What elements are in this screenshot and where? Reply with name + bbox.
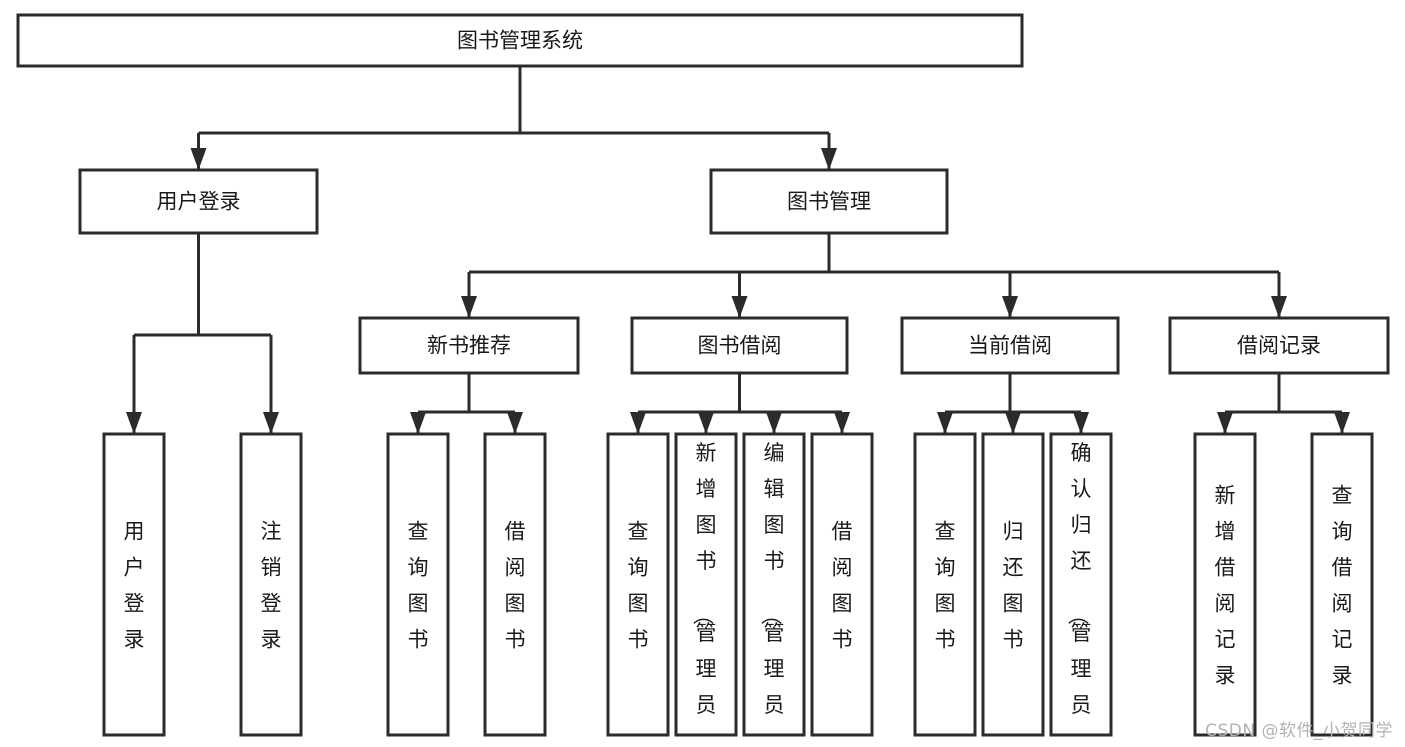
node-box-leaf-user-login [102, 432, 166, 737]
node-l2-user[interactable]: 用户登录 [78, 168, 319, 235]
node-label-l2-book: 图书管理 [787, 190, 871, 214]
node-label-l3-current: 当前借阅 [968, 334, 1052, 358]
node-l2-book[interactable]: 图书管理 [709, 168, 949, 235]
node-box-leaf-bor-lend [810, 432, 874, 737]
node-box-l3-current [900, 316, 1120, 375]
node-label-leaf-rec-query: 查询借阅记录 [1332, 484, 1353, 688]
node-label-l2-user: 用户登录 [157, 190, 241, 214]
arrow-icon-leaf_rec_query [1334, 412, 1350, 434]
node-box-l3-borrow [630, 316, 849, 375]
node-box-leaf-bor-edit [742, 432, 806, 737]
node-label-l3-new: 新书推荐 [427, 334, 511, 358]
node-box-leaf-new-query [386, 432, 450, 737]
arrow-icon-leaf_bor_add [698, 412, 714, 434]
node-label-leaf-cur-return: 归还图书 [1003, 520, 1024, 652]
node-label-leaf-bor-lend: 借阅图书 [832, 520, 853, 652]
arrow-icon-l2_user [190, 148, 207, 170]
node-label-leaf-cur-query: 查询图书 [935, 520, 956, 652]
node-l3-new[interactable]: 新书推荐 [358, 316, 580, 375]
arrow-icon-leaf_user_logout [263, 412, 279, 434]
node-l3-borrow[interactable]: 图书借阅 [630, 316, 849, 375]
node-label-leaf-bor-edit: 编辑图书（管理员） [759, 441, 785, 747]
node-box-leaf-cur-query [913, 432, 977, 737]
node-box-root [16, 13, 1024, 68]
node-box-leaf-cur-confirm [1049, 432, 1113, 737]
node-label-leaf-new-borrow: 借阅图书 [505, 520, 526, 652]
node-leaf-cur-return[interactable]: 归还图书 [981, 432, 1045, 737]
arrow-icon-l2_book [821, 148, 837, 170]
arrow-icon-l3_current [1002, 296, 1018, 318]
node-label-leaf-rec-add: 新增借阅记录 [1215, 484, 1236, 688]
node-leaf-cur-confirm[interactable]: 确认归还（管理员） [1049, 432, 1113, 747]
node-l3-current[interactable]: 当前借阅 [900, 316, 1120, 375]
arrow-icon-leaf_new_borrow [507, 412, 523, 434]
node-label-leaf-user-login: 用户登录 [124, 520, 145, 652]
node-layer: 图书管理系统用户登录图书管理新书推荐图书借阅当前借阅借阅记录用户登录注销登录查询… [16, 13, 1390, 747]
node-l3-record[interactable]: 借阅记录 [1168, 316, 1390, 375]
node-box-leaf-rec-add [1193, 432, 1257, 737]
arrow-icon-leaf_bor_edit [766, 412, 782, 434]
node-label-leaf-bor-query: 查询图书 [628, 520, 649, 652]
node-leaf-cur-query[interactable]: 查询图书 [913, 432, 977, 737]
node-label-leaf-user-logout: 注销登录 [261, 520, 282, 652]
arrow-icon-l3_borrow [731, 296, 748, 318]
node-box-l3-new [358, 316, 580, 375]
arrow-icon-leaf_cur_return [1005, 412, 1021, 434]
node-label-leaf-bor-add: 新增图书（管理员） [691, 441, 717, 747]
node-leaf-rec-query[interactable]: 查询借阅记录 [1310, 432, 1374, 737]
arrow-icon-l3_record [1271, 296, 1287, 318]
arrow-icon-leaf_cur_query [937, 412, 953, 434]
node-leaf-user-login[interactable]: 用户登录 [102, 432, 166, 737]
arrow-icon-leaf_bor_lend [834, 412, 850, 434]
node-box-l2-user [78, 168, 319, 235]
node-leaf-bor-edit[interactable]: 编辑图书（管理员） [742, 432, 806, 747]
node-box-leaf-cur-return [981, 432, 1045, 737]
node-leaf-user-logout[interactable]: 注销登录 [239, 432, 303, 737]
node-box-leaf-new-borrow [483, 432, 547, 737]
arrow-icon-l3_new [461, 296, 477, 318]
node-leaf-rec-add[interactable]: 新增借阅记录 [1193, 432, 1257, 737]
node-label-leaf-new-query: 查询图书 [408, 520, 429, 652]
arrow-icon-leaf_bor_query [630, 412, 646, 434]
arrow-icon-leaf_rec_add [1217, 412, 1233, 434]
node-label-leaf-cur-confirm: 确认归还（管理员） [1066, 441, 1092, 747]
node-label-l3-record: 借阅记录 [1237, 334, 1321, 358]
node-leaf-bor-add[interactable]: 新增图书（管理员） [674, 432, 738, 747]
node-root[interactable]: 图书管理系统 [16, 13, 1024, 68]
node-box-leaf-bor-query [606, 432, 670, 737]
arrow-icon-leaf_user_login [126, 412, 142, 434]
node-leaf-new-borrow[interactable]: 借阅图书 [483, 432, 547, 737]
arrow-icon-leaf_cur_confirm [1073, 412, 1089, 434]
connector-layer [126, 66, 1350, 434]
node-box-l3-record [1168, 316, 1390, 375]
node-leaf-new-query[interactable]: 查询图书 [386, 432, 450, 737]
arrow-icon-leaf_new_query [410, 412, 426, 434]
node-box-leaf-bor-add [674, 432, 738, 737]
node-leaf-bor-query[interactable]: 查询图书 [606, 432, 670, 737]
node-label-root: 图书管理系统 [457, 29, 583, 53]
node-leaf-bor-lend[interactable]: 借阅图书 [810, 432, 874, 737]
node-box-leaf-rec-query [1310, 432, 1374, 737]
node-label-l3-borrow: 图书借阅 [698, 334, 782, 358]
node-box-leaf-user-logout [239, 432, 303, 737]
node-box-l2-book [709, 168, 949, 235]
